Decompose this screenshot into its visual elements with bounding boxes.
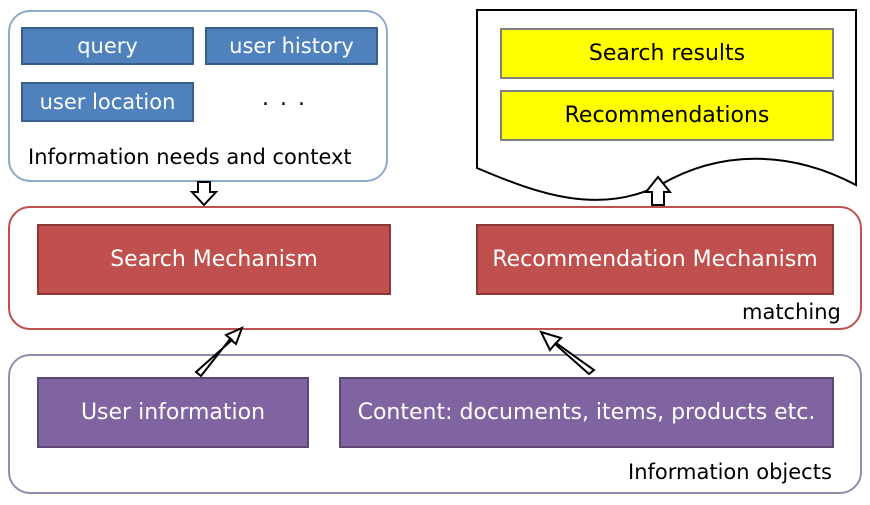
user-information-box: User information (37, 377, 309, 448)
ellipsis: . . . (262, 86, 307, 111)
query-chip: query (21, 27, 194, 65)
recommendation-mechanism-box: Recommendation Mechanism (476, 224, 834, 295)
search-mechanism-box: Search Mechanism (37, 224, 391, 295)
user-info-arrow (194, 326, 244, 378)
content-arrow (539, 330, 596, 376)
context-caption: Information needs and context (28, 145, 352, 169)
up-arrow (643, 175, 673, 206)
recommendations-box: Recommendations (500, 90, 834, 141)
content-box: Content: documents, items, products etc. (339, 377, 834, 448)
matching-caption: matching (742, 300, 841, 324)
user-location-chip: user location (21, 82, 194, 122)
objects-caption: Information objects (628, 460, 832, 484)
search-results-box: Search results (500, 28, 834, 79)
user-history-chip: user history (205, 27, 378, 65)
down-arrow (189, 181, 219, 207)
